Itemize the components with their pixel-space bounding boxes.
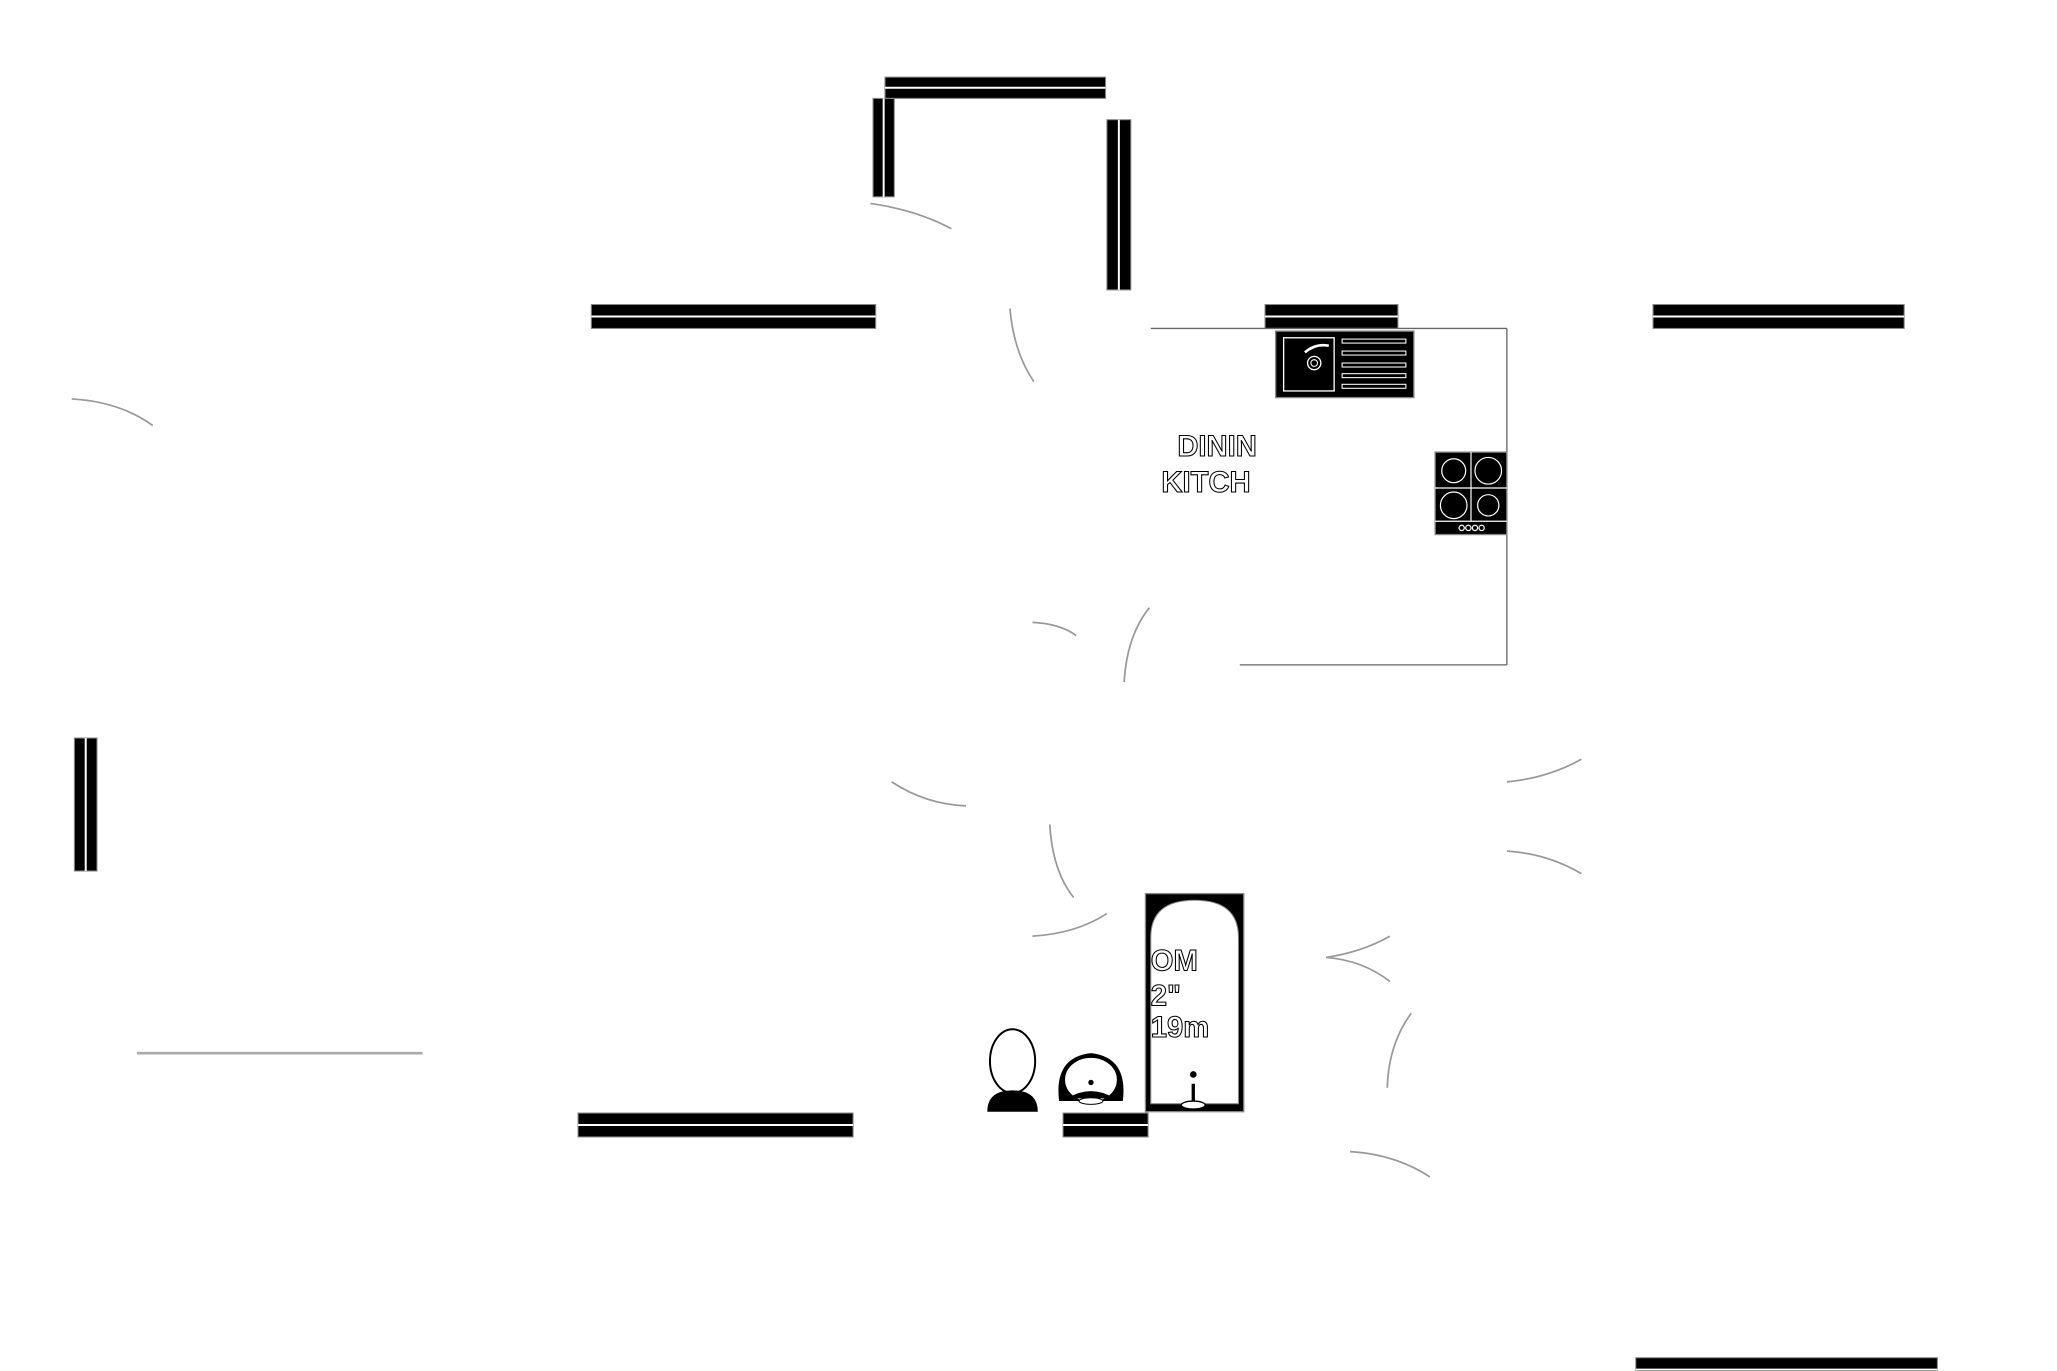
kitchen-sink-icon [1274,330,1415,399]
door-arc [1386,1012,1412,1088]
room-label-line: 19m [1151,1012,1209,1044]
door-arc [1506,758,1582,783]
door-arc [870,202,952,230]
wall [590,303,877,329]
door-arc [1032,912,1108,938]
room-label-bathroom: OM 2" 19m [1150,945,1210,1045]
wall [872,97,895,198]
wall [577,1112,854,1138]
door-arc [1048,824,1075,899]
door-arc [1032,621,1077,637]
wall [1652,303,1905,329]
wall [884,76,1107,99]
wall [1264,303,1399,329]
room-label-dining-kitchen: DININ KITCH [1161,431,1258,500]
wall [1062,1112,1149,1138]
door-swings [71,202,1582,1178]
room-label-line: 2" [1151,980,1181,1012]
wall [1635,1357,1938,1371]
door-arc [1123,607,1151,683]
door-arc [1350,1150,1431,1178]
bath-icon [1144,892,1245,1113]
room-label-line: KITCH [1161,467,1250,499]
door-arc [1506,850,1582,875]
walls [73,76,1938,1371]
hob-icon [1434,451,1508,536]
door-arc [1326,956,1391,983]
wash-basin-icon [1058,1053,1124,1105]
wall [73,737,98,872]
wall [1106,119,1132,291]
toilet-icon [987,1028,1038,1112]
door-arc [1009,308,1035,383]
door-arc [891,781,967,807]
room-label-line: DININ [1177,431,1257,463]
room-label-line: OM [1151,946,1198,978]
door-arc [1326,935,1391,959]
door-arc [71,398,154,427]
